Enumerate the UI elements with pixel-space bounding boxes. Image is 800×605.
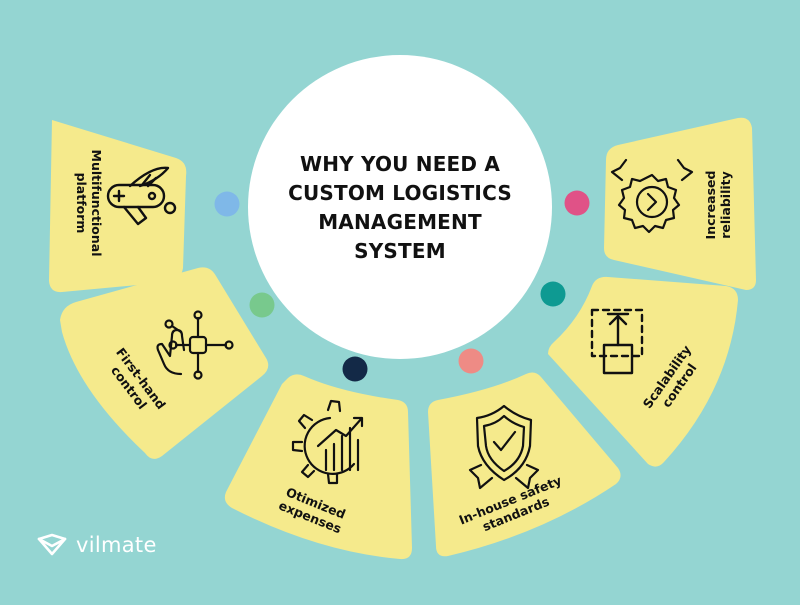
label-line2: platform	[74, 172, 89, 234]
card-increased-reliability	[604, 117, 756, 290]
label-increased-reliability: Increased reliability	[703, 155, 733, 255]
brand-logo: vilmate	[36, 528, 157, 562]
vilmate-logo-icon	[37, 533, 67, 556]
dot-blue	[214, 191, 240, 217]
label-line1: Multifunctional	[89, 149, 104, 257]
dot-green	[249, 292, 275, 318]
scale-boxes-icon	[590, 308, 644, 375]
badge-ribbon-icon	[610, 158, 694, 234]
label-line2: reliability	[718, 171, 733, 239]
dot-teal	[540, 281, 566, 307]
card-scalability-control	[548, 276, 738, 467]
gear-chart-icon	[291, 399, 364, 485]
label-multifunctional-platform: Multifunctional platform	[74, 143, 104, 263]
card-otimized-expenses	[224, 374, 412, 560]
label-line1: Increased	[703, 170, 718, 240]
dot-pink	[564, 190, 590, 216]
swiss-knife-icon	[106, 166, 177, 226]
brand-name: vilmate	[76, 533, 157, 557]
dot-salmon	[458, 348, 484, 374]
shield-check-icon	[468, 404, 540, 490]
center-circle	[248, 55, 552, 359]
hand-control-icon	[156, 310, 234, 380]
dot-navy	[342, 356, 368, 382]
